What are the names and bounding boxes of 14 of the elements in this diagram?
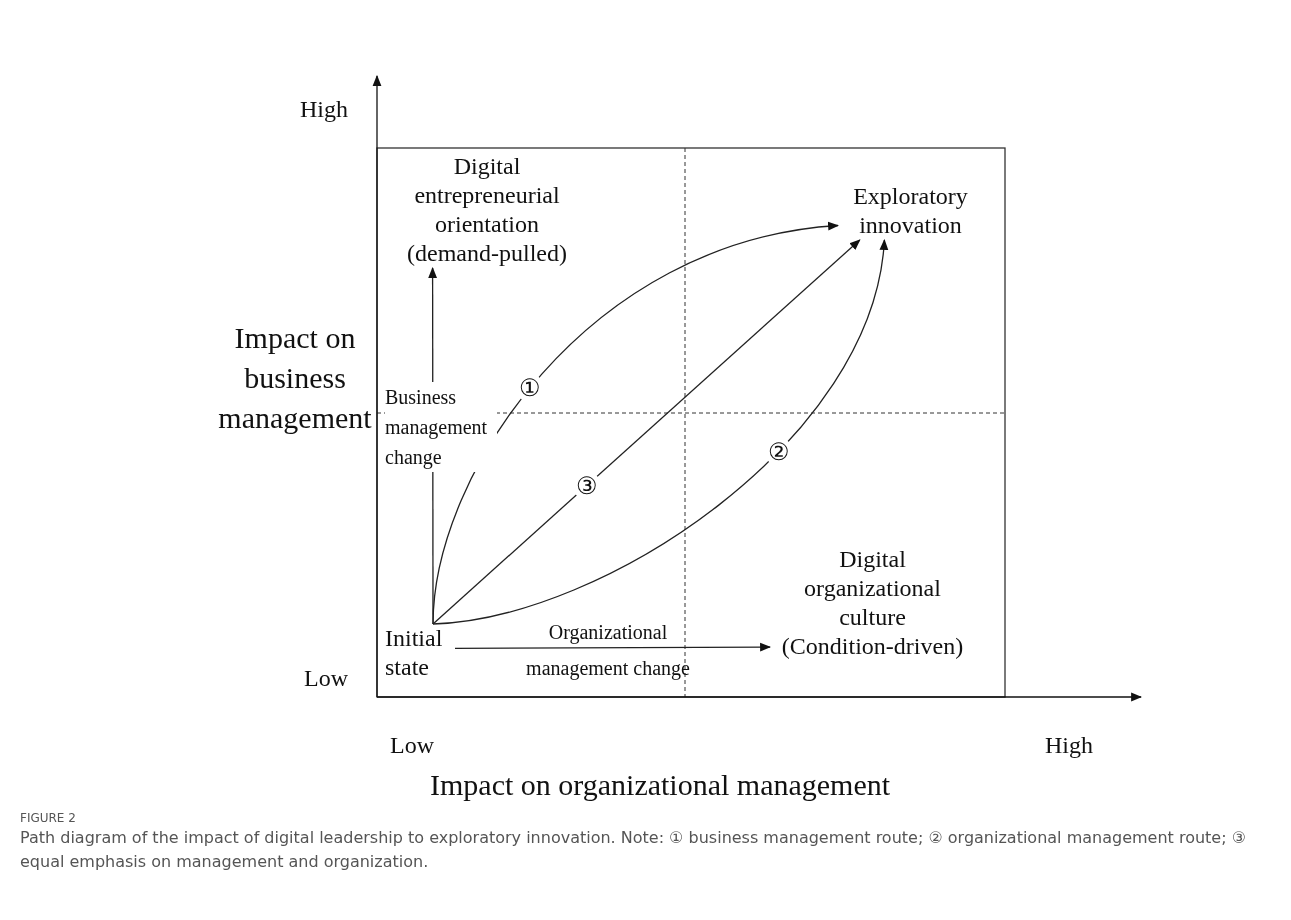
node-label: Exploratory innovation [838, 182, 983, 240]
axis-tick-label: Low [390, 732, 434, 758]
figure-number: FIGURE 2 [20, 810, 76, 827]
figure-caption: Path diagram of the impact of digital leadership to exploratory innovation. Note: ① business management route; ② organizational management route; ③ equal emphasis on management and organization. [20, 827, 1247, 873]
node-label: Initial state [385, 624, 455, 682]
edge-label: Business management change [385, 382, 497, 472]
axis-title: Impact on business management [217, 320, 373, 436]
axis-tick-label: High [1045, 732, 1093, 758]
axis-tick-label: Low [304, 665, 348, 691]
arrow [454, 642, 772, 652]
node-label: Digital entrepreneurial orientation (demand-pulled) [402, 152, 572, 268]
edge-label: Organizational management change [525, 620, 691, 682]
axis-tick-label: High [300, 96, 348, 122]
node-label: Digital organizational culture (Condition-driven) [770, 545, 975, 661]
